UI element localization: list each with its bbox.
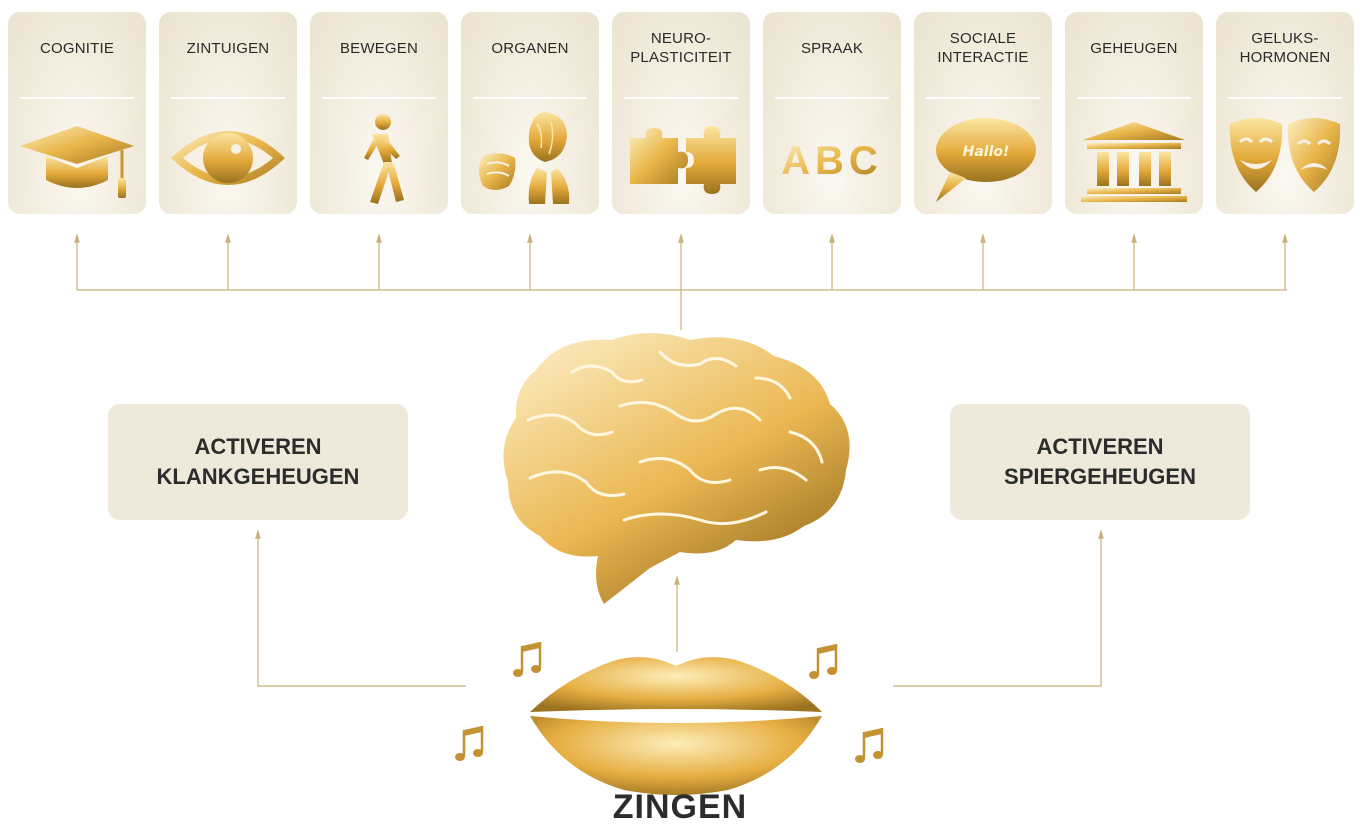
brain-icon [503,333,850,604]
category-connector [74,233,1288,330]
card-divider [20,97,134,99]
zingen-label: ZINGEN [612,788,748,826]
card-divider [926,97,1040,99]
card-divider [624,97,738,99]
eye-icon [171,131,285,185]
card-label: NEURO- PLASTICITEIT [630,30,732,66]
card-sociale-interactie: SOCIALE INTERACTIE Hallo! [914,12,1052,214]
speech-bubble-text: Hallo! [963,144,1010,160]
abc-letters-icon: ABC [781,139,883,183]
card-divider [171,97,285,99]
box-spiergeheugen: ACTIVEREN SPIERGEHEUGEN [950,404,1250,520]
card-label: GEHEUGEN [1090,39,1178,57]
card-geheugen: GEHEUGEN [1065,12,1203,214]
card-neuroplasticiteit: NEURO- PLASTICITEIT [612,12,750,214]
card-organen: ORGANEN [461,12,599,214]
speech-bubble-icon: Hallo! [936,118,1036,202]
music-note-icon [855,728,884,763]
card-divider [775,97,889,99]
puzzle-icon [630,126,736,194]
card-divider [322,97,436,99]
lips-icon [530,657,822,795]
card-label: BEWEGEN [339,39,419,57]
music-note-icon [513,642,542,677]
music-note-icon [455,726,484,761]
card-spraak: SPRAAK ABC [763,12,901,214]
card-zintuigen: ZINTUIGEN [159,12,297,214]
card-label: ORGANEN [491,39,569,57]
card-label: SOCIALE INTERACTIE [937,30,1029,66]
card-label: COGNITIE [39,39,115,57]
card-divider [1077,97,1191,99]
graduation-cap-icon [20,126,134,198]
card-divider [1228,97,1342,99]
abc-text: ABC [781,139,883,183]
card-label: ZINTUIGEN [186,39,270,57]
theater-masks-icon [1229,118,1341,192]
card-label: SPRAAK [800,39,864,57]
organs-icon [479,112,570,204]
card-divider [473,97,587,99]
temple-icon [1081,122,1187,202]
box-klankgeheugen: ACTIVEREN KLANKGEHEUGEN [108,404,408,520]
card-bewegen: BEWEGEN [310,12,448,214]
card-gelukshormonen: GELUKS- HORMONEN [1216,12,1354,214]
walking-person-icon [364,114,404,204]
singing-connector [255,529,1104,687]
card-cognitie: COGNITIE [8,12,146,214]
music-note-icon [809,644,838,679]
card-label: GELUKS- HORMONEN [1239,30,1331,66]
